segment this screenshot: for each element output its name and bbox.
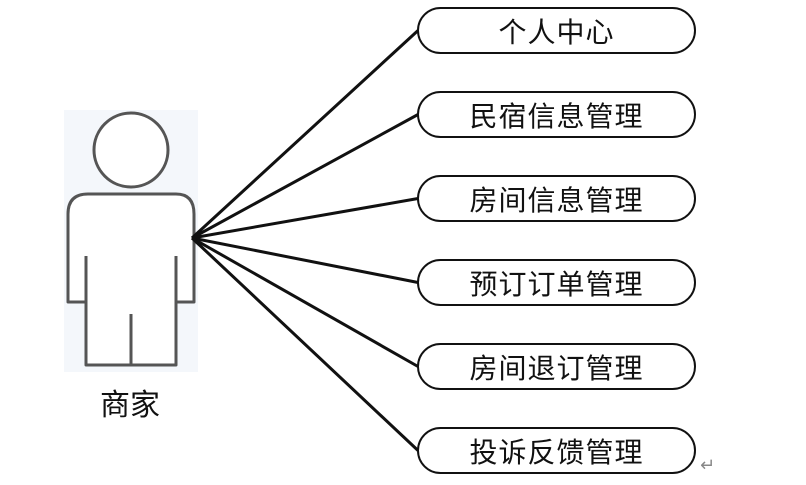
actor-figure xyxy=(64,110,198,372)
association-line-4 xyxy=(191,236,419,284)
association-lines xyxy=(190,29,420,452)
usecase-room-cancellation-management: 房间退订管理 xyxy=(417,343,696,390)
actor-label: 商家 xyxy=(100,388,160,423)
actor-body xyxy=(66,192,196,367)
usecase-booking-order-management: 预订订单管理 xyxy=(417,259,696,306)
association-line-1 xyxy=(190,29,420,240)
association-line-5 xyxy=(191,236,419,368)
association-line-2 xyxy=(191,113,419,240)
usecase-room-info-management: 房间信息管理 xyxy=(417,175,696,222)
usecase-complaint-feedback-management: 投诉反馈管理 xyxy=(417,427,696,474)
association-line-6 xyxy=(190,236,420,452)
actor-head xyxy=(92,111,170,189)
association-line-3 xyxy=(191,197,419,240)
usecase-homestay-info-management: 民宿信息管理 xyxy=(417,91,696,138)
paragraph-mark-icon: ↵ xyxy=(700,455,716,476)
usecase-personal-center: 个人中心 xyxy=(417,7,696,54)
